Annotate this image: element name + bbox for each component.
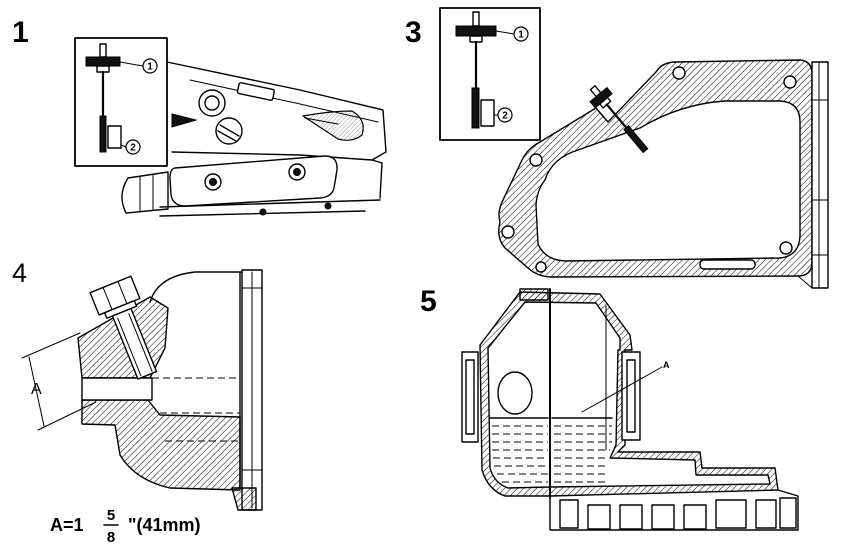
panel-5-label: 5: [420, 285, 437, 318]
filler-cap-inner: [204, 95, 220, 111]
panel-4: 4 A A=1 5 8 ": [12, 258, 263, 546]
top-cap: [519, 288, 549, 301]
bearing-opening: [497, 371, 533, 415]
callout-1-number: 1: [518, 30, 524, 41]
oil-mark-wedge: [171, 113, 198, 128]
housing-mid-line: [171, 151, 373, 161]
dimension-a: A: [21, 332, 97, 431]
panel-4-label: 4: [12, 258, 27, 288]
callout-1-circle: [513, 26, 529, 42]
panel-3-label: 3: [405, 16, 422, 49]
bar-bolt-right-center: [293, 168, 301, 176]
callout-1-leader: [495, 30, 515, 35]
gasket-drawing: [498, 59, 829, 289]
shaft-bore: [81, 377, 153, 401]
rail-stud-2: [324, 202, 332, 210]
callout-1-leader: [119, 61, 144, 67]
lower-section: [81, 399, 241, 491]
mounting-flange-lines: [241, 271, 263, 509]
oil-level-label: A: [663, 360, 670, 370]
brake-lever: [302, 110, 364, 141]
brake-lever-line: [304, 117, 339, 125]
gasket-slot: [699, 259, 756, 270]
bolt-shank: [111, 307, 158, 380]
dimension-formula: A=1 5 8 "(41mm): [50, 507, 201, 546]
gasket-hole: [779, 241, 793, 255]
callout-2-leader: [120, 144, 127, 148]
bar-bolt-left-center: [209, 178, 217, 186]
gasket-hole: [535, 261, 547, 273]
formula-suffix: "(41mm): [128, 515, 201, 535]
dimension-a-label: A: [31, 381, 42, 398]
inset-1: 1 2: [74, 37, 168, 167]
callout-2-number: 2: [130, 143, 136, 154]
oil-adjust-screw-slot: [217, 124, 240, 142]
formula-denominator: 8: [107, 529, 115, 546]
callout-1-number: 1: [147, 62, 153, 73]
gear-housing-section: [77, 269, 263, 511]
sprocket-drum: [121, 171, 169, 214]
panel-1: 1: [12, 16, 387, 217]
panel-5: 5: [420, 285, 799, 531]
hidden-lines: [152, 377, 240, 442]
inset-3: 1 2: [439, 7, 541, 141]
housing-flange: [811, 61, 829, 289]
dimension-extension-lines: [21, 332, 97, 431]
callout-2-circle: [125, 139, 141, 155]
saw-housing-drawing: [121, 61, 387, 217]
gasket-body: [498, 59, 813, 278]
panel-3: 3 1 2: [405, 7, 829, 289]
dipstick-icon: [455, 11, 497, 129]
rail-stud-1: [259, 208, 267, 216]
panel-1-label: 1: [12, 16, 29, 49]
sprocket-drum-lines: [139, 173, 154, 212]
dipstick-icon: [85, 43, 122, 153]
formula-numerator: 5: [107, 507, 115, 524]
gasket-hole: [783, 75, 797, 89]
dipstick-installed: [589, 85, 649, 154]
gasket-hole: [672, 66, 686, 80]
clamp-bolt: [89, 275, 158, 380]
gasket-hole: [529, 153, 543, 167]
callout-1-circle: [142, 58, 158, 74]
drain-tab: [231, 487, 257, 511]
gasket-hole: [501, 225, 515, 239]
callout-2-number: 2: [502, 111, 508, 122]
housing-slot: [236, 82, 275, 101]
right-cover-inner: [626, 359, 636, 433]
housing-flange-lines: [797, 61, 829, 289]
left-cover-inner: [465, 359, 475, 435]
oil-fill: [492, 425, 612, 483]
oil-level-leader: [581, 366, 663, 413]
formula-prefix: A=1: [50, 515, 84, 535]
housing-top-edge: [166, 61, 387, 199]
callout-2-circle: [497, 107, 513, 123]
gearbox-section: A: [461, 288, 799, 531]
gear-train: [549, 489, 799, 531]
